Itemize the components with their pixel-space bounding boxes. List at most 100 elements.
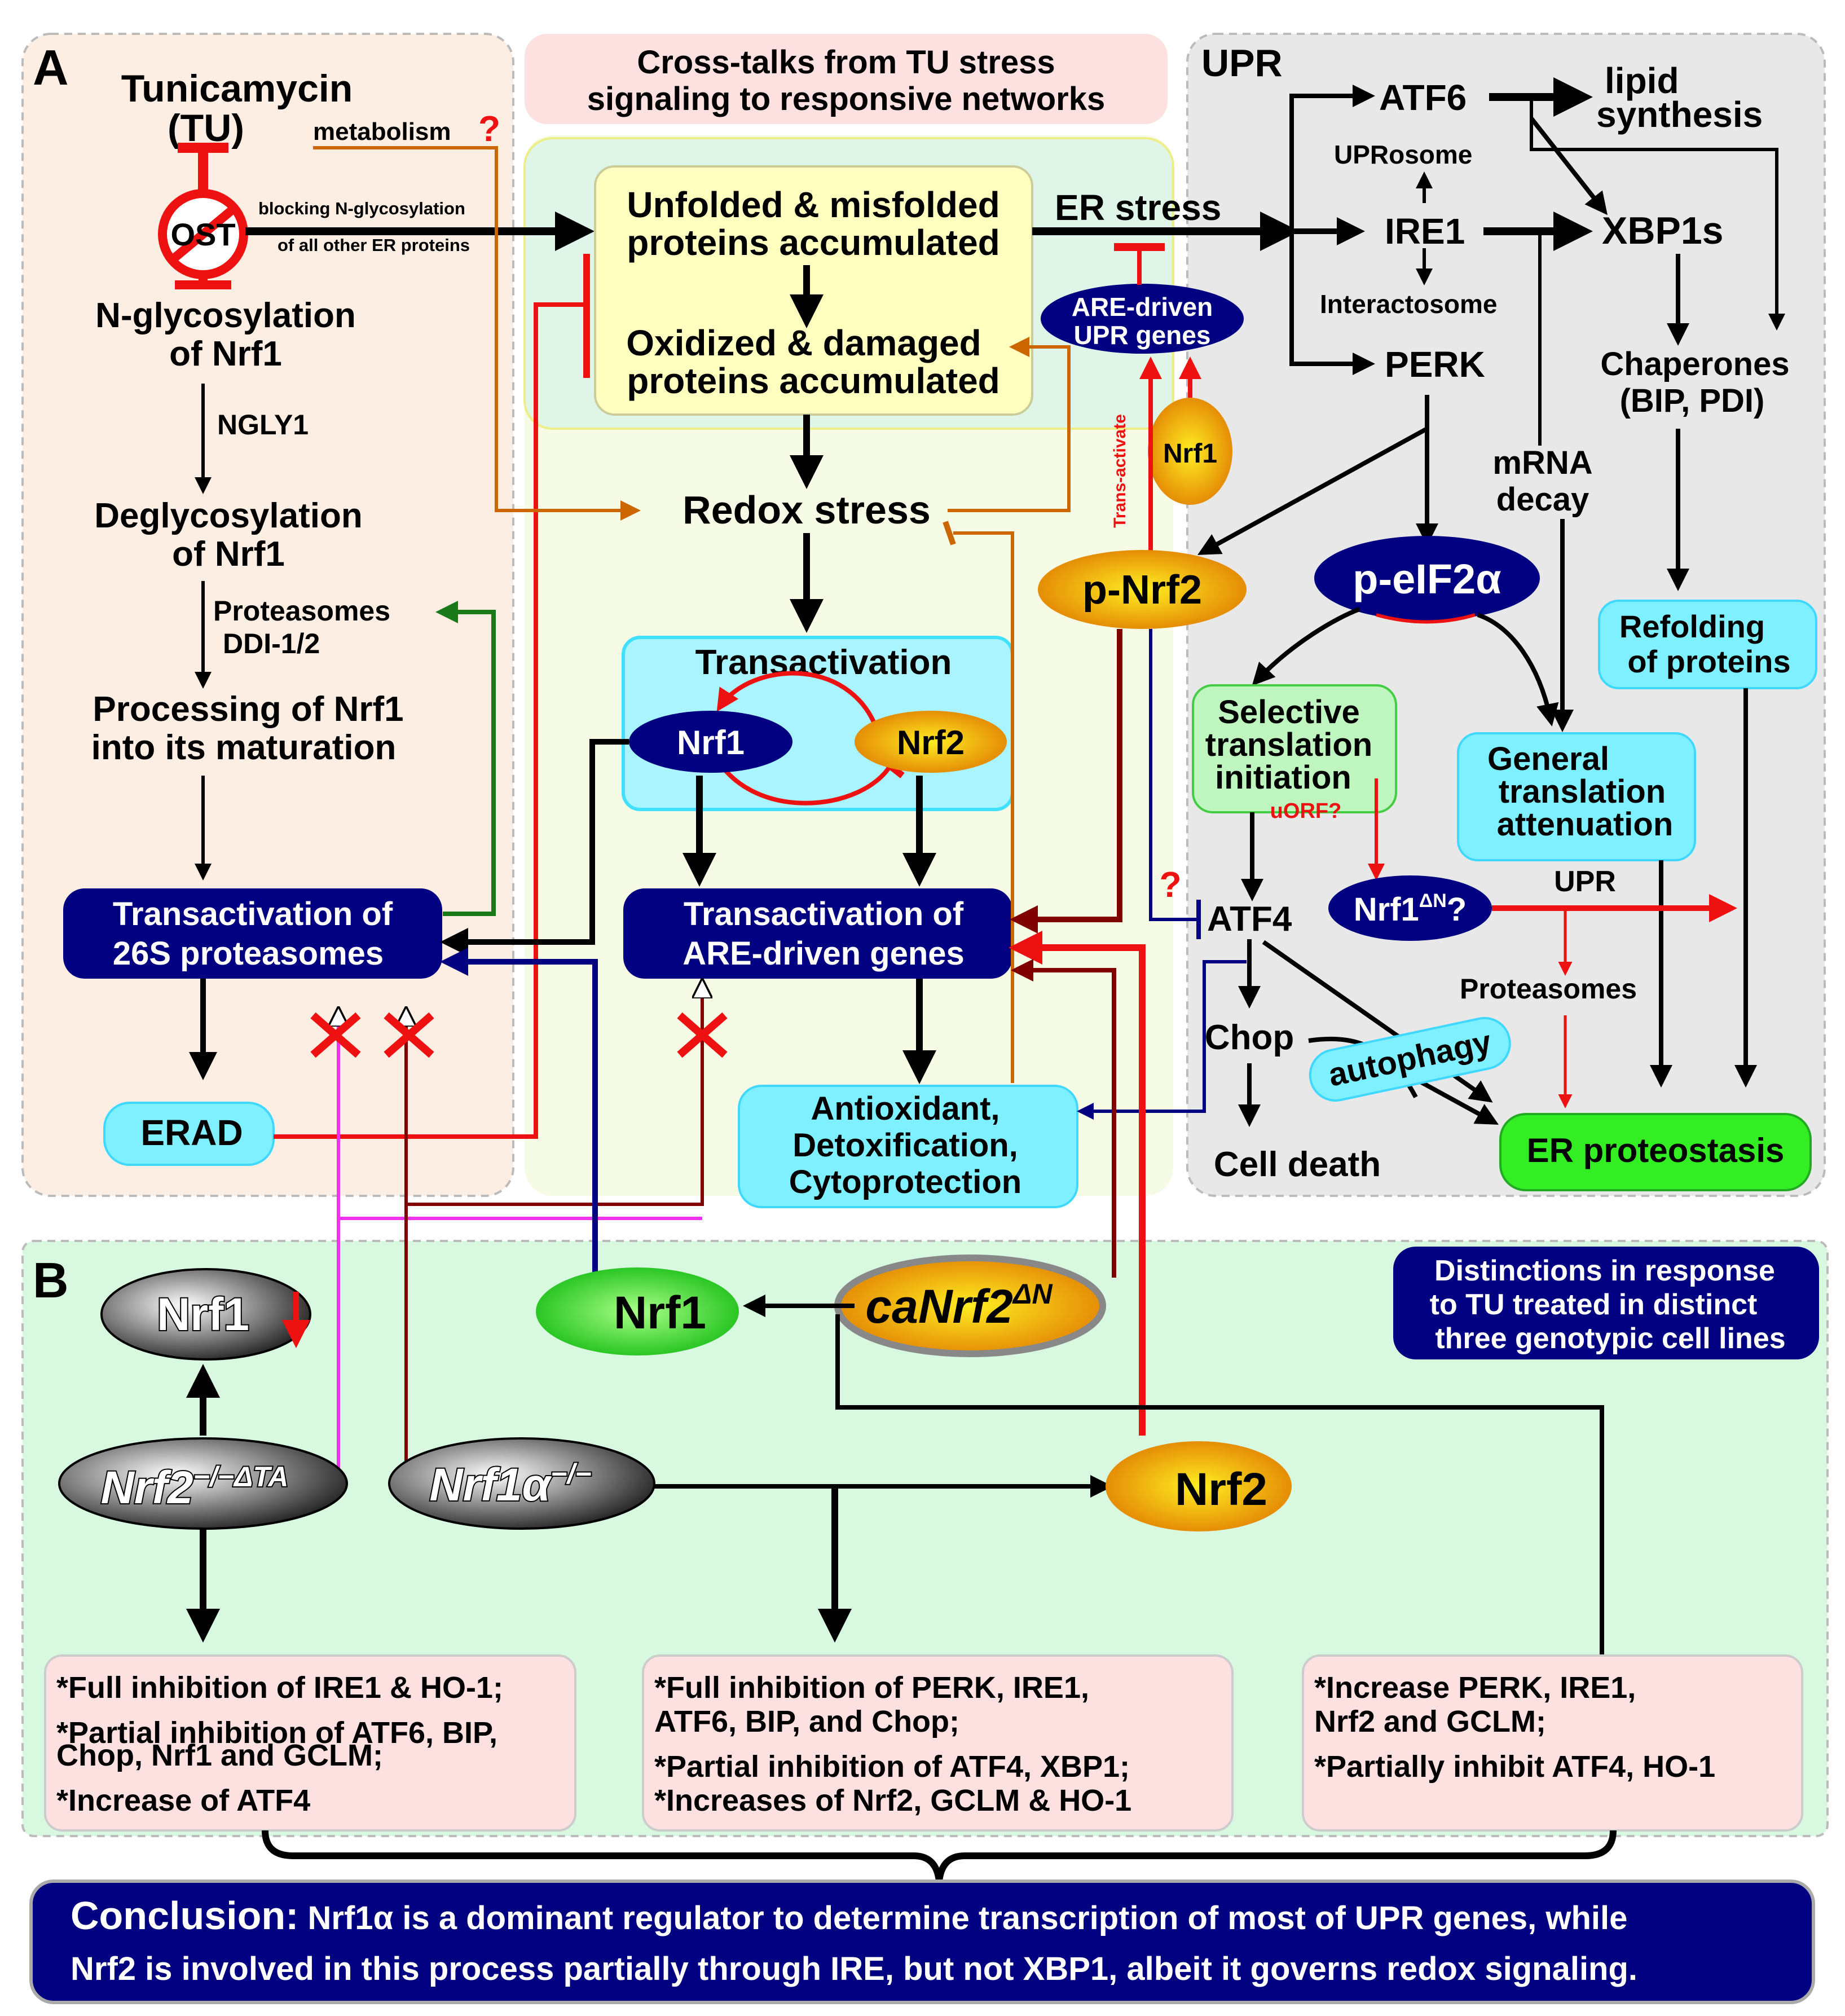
box2-line: *Partial inhibition of ATF4, XBP1; xyxy=(654,1750,1130,1784)
result-box-1 xyxy=(44,1654,576,1832)
nrf1-down-label: Nrf1 xyxy=(157,1289,249,1340)
selective-box xyxy=(1192,684,1397,813)
nrf2-label: Nrf2 xyxy=(897,724,965,761)
tunicamycin-label: Tunicamycin xyxy=(121,67,353,110)
interactosome-label: Interactosome xyxy=(1320,289,1497,319)
chaperones-line2: (BIP, PDI) xyxy=(1620,382,1765,419)
canrf2-label: caNrf2 xyxy=(865,1280,1012,1333)
box2-line: *Full inhibition of PERK, IRE1, xyxy=(654,1671,1089,1705)
box1-line: *Full inhibition of IRE1 & HO-1; xyxy=(56,1671,503,1705)
trans26s-line1: Transactivation of xyxy=(113,896,393,932)
erad-label: ERAD xyxy=(140,1112,243,1153)
conclusion-line1-text: Conclusion: Nrf1α is a dominant regulato… xyxy=(71,1894,1627,1938)
p-nrf2-ellipse xyxy=(1038,550,1247,629)
tu-label: (TU) xyxy=(168,107,244,149)
nrf1dn-label: Nrf1 xyxy=(1354,891,1419,928)
atf6-label: ATF6 xyxy=(1379,77,1467,118)
refolding-box xyxy=(1598,600,1817,689)
transare-line2: ARE-driven genes xyxy=(682,935,965,972)
upr-title: UPR xyxy=(1201,42,1283,85)
distinctions-line2: to TU treated in distinct xyxy=(1430,1288,1758,1321)
box1-line: Chop, Nrf1 and GCLM; xyxy=(56,1738,383,1772)
nrf2-ellipse xyxy=(855,711,1007,773)
antiox-line3: Cytoprotection xyxy=(789,1164,1021,1200)
mrna-line1: mRNA xyxy=(1492,444,1592,481)
conclusion-line1: Nrf1α is a dominant regulator to determi… xyxy=(298,1900,1627,1936)
box2-line: ATF6, BIP, and Chop; xyxy=(654,1705,959,1738)
autophagy-box xyxy=(1309,1016,1511,1102)
canrf2-superscript: ΔN xyxy=(1012,1278,1053,1310)
er-proteostasis-box xyxy=(1499,1113,1812,1191)
result-box-2 xyxy=(642,1654,1234,1832)
antiox-line1: Antioxidant, xyxy=(811,1090,999,1127)
nrf1dn-superscript: ΔN xyxy=(1419,890,1447,912)
blocking-line1: blocking N-glycosylation xyxy=(258,199,465,218)
p-nrf2-label: p-Nrf2 xyxy=(1082,567,1202,613)
mrna-line2: decay xyxy=(1496,481,1589,518)
panel-a-letter: A xyxy=(33,39,69,95)
er-stress-label: ER stress xyxy=(1055,187,1221,228)
trans-activate-label: Trans-activate xyxy=(1111,414,1129,528)
nrf2-up-label: Nrf2 xyxy=(1175,1464,1267,1515)
general-box xyxy=(1457,732,1696,861)
ire1-label: IRE1 xyxy=(1385,211,1465,252)
nrf1a-text: Nrf1α−/− xyxy=(429,1458,591,1511)
conclusion-line2: Nrf2 is involved in this process partial… xyxy=(71,1951,1637,1987)
atf4-label: ATF4 xyxy=(1207,900,1292,939)
nrf1a-superscript: −/− xyxy=(551,1458,591,1490)
selective-line3: initiation xyxy=(1215,759,1351,796)
nrf1-down-ellipse xyxy=(100,1268,311,1361)
result-box-3 xyxy=(1302,1654,1803,1832)
ddi-label: DDI-1/2 xyxy=(223,628,320,659)
general-line2: translation xyxy=(1499,773,1666,810)
blocking-line2: of all other ER proteins xyxy=(278,235,470,255)
lipid-line1: lipid xyxy=(1605,60,1679,101)
title-line2: signaling to responsive networks xyxy=(587,81,1106,117)
nrf1-label: Nrf1 xyxy=(677,724,745,761)
processing-line2: into its maturation xyxy=(91,728,397,767)
transactivation-label: Transactivation xyxy=(695,643,952,682)
result-box-3-text: *Increase PERK, IRE1, Nrf2 and GCLM;*Par… xyxy=(1314,1671,1715,1784)
er-proteostasis-label: ER proteostasis xyxy=(1527,1132,1785,1169)
chaperones-line1: Chaperones xyxy=(1600,346,1789,382)
transactivation-26s-box xyxy=(63,888,442,979)
title-box xyxy=(525,34,1168,124)
canrf2-text: caNrf2ΔN xyxy=(865,1278,1053,1333)
nrf2ta-superscript: −/−ΔTA xyxy=(193,1461,289,1493)
nrf1a-ellipse xyxy=(388,1437,655,1530)
box1-line: *Increase of ATF4 xyxy=(56,1784,310,1817)
box2-line: *Increases of Nrf2, GCLM & HO-1 xyxy=(654,1784,1131,1817)
oxidized-line1: Oxidized & damaged xyxy=(626,323,981,363)
nrf1a-label: Nrf1α xyxy=(429,1459,552,1511)
nrf1-ellipse xyxy=(629,711,792,773)
nrf1-small-label: Nrf1 xyxy=(1163,439,1217,469)
ost-label: OST xyxy=(170,217,235,252)
redox-stress-label: Redox stress xyxy=(682,488,931,532)
antiox-line2: Detoxification, xyxy=(792,1127,1018,1164)
title-line1: Cross-talks from TU stress xyxy=(637,44,1055,81)
x-mark-2 xyxy=(384,1012,434,1058)
lipid-line2: synthesis xyxy=(1596,94,1763,135)
x-mark-3 xyxy=(677,1012,728,1058)
nrf2ta-label: Nrf2 xyxy=(101,1462,193,1513)
unfolded-line1: Unfolded & misfolded xyxy=(627,184,999,225)
are-upr-line2: UPR genes xyxy=(1074,320,1211,350)
conclusion-label: Conclusion: xyxy=(71,1894,298,1938)
refolding-line2: of proteins xyxy=(1627,644,1790,679)
nrf2-up-ellipse xyxy=(1106,1441,1292,1531)
panel-b-letter: B xyxy=(33,1252,69,1308)
distinctions-line1: Distinctions in response xyxy=(1434,1255,1775,1287)
result-box-1-text: *Full inhibition of IRE1 & HO-1; *Partial… xyxy=(56,1671,503,1817)
transactivation-are-box xyxy=(623,888,1012,979)
peif2a-ellipse xyxy=(1314,536,1540,620)
ngly1-label: NGLY1 xyxy=(217,409,309,441)
unfolded-line2: proteins accumulated xyxy=(627,222,1000,263)
upr-proteasomes-label: Proteasomes xyxy=(1460,973,1637,1005)
protein-accumulation-box xyxy=(594,165,1033,416)
deglycosylation-line2: of Nrf1 xyxy=(172,535,285,574)
box1-line: *Partial inhibition of ATF6, BIP, xyxy=(56,1716,497,1750)
result-box-2-text: *Full inhibition of PERK, IRE1, ATF6, BI… xyxy=(654,1671,1131,1817)
box3-line: *Increase PERK, IRE1, xyxy=(1314,1671,1636,1705)
